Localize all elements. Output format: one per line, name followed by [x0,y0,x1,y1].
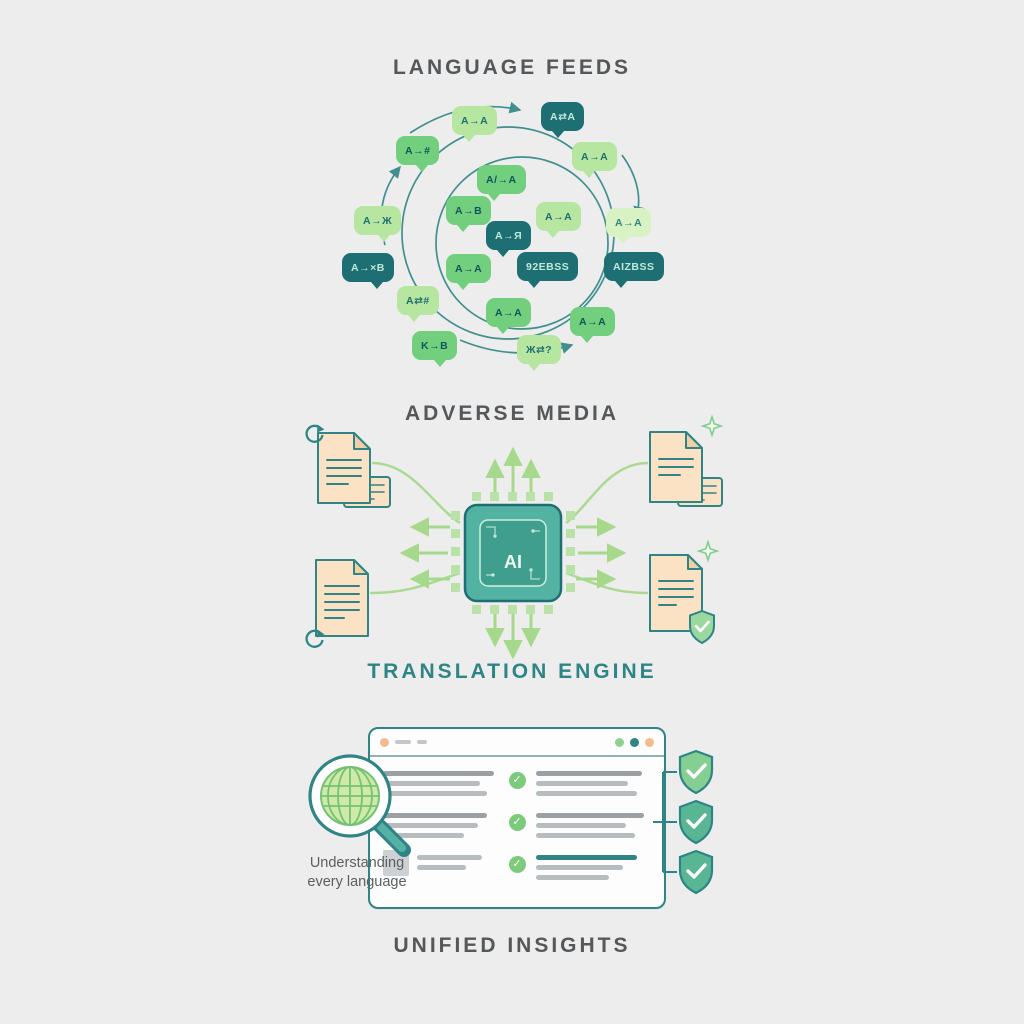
document-output-top-right [649,415,724,507]
speech-bubble: Ж⇄? [517,335,562,371]
document-icon [649,554,703,632]
bubble-label: A→A [495,306,523,319]
bubble-label: A→A [545,210,573,223]
topbar-bar [395,740,411,744]
bubble-label: AIZBSS [613,260,655,273]
browser-window: ✓ ✓ ✓ [368,727,666,909]
page-fold-icon [353,432,371,450]
bubble-label: Ж⇄? [526,343,553,356]
globe-icon [320,766,380,826]
bubble-label: A→Ж [363,214,393,227]
circuit-traces [486,526,540,580]
window-dot-peach-icon [380,737,389,747]
chip-arrows [399,446,627,660]
browser-content: ✓ ✓ ✓ [370,757,664,885]
bubble-label: A→B [455,204,483,217]
check-icon: ✓ [508,856,526,873]
bubble-label: K→B [421,339,449,352]
section-title-adverse-media: ADVERSE MEDIA [404,402,620,425]
result-row: ✓ [383,766,651,801]
speech-bubble: AIZBSS [604,252,664,288]
speech-bubble: A→A [570,307,616,343]
magnifier-icon [308,754,411,857]
shield-check-icon [678,849,714,895]
page-fold-icon [687,554,703,570]
shield-check-icon [678,799,714,845]
bubble-label: A→A [461,114,489,127]
speech-bubble: A→# [396,136,440,172]
bubble-label: A→×B [351,261,385,274]
bubble-label: A→A [579,315,607,328]
bubble-label: A→A [455,262,483,275]
sparkle-icon [696,539,720,563]
check-icon: ✓ [508,814,526,831]
refresh-icon [305,424,325,443]
translation-engine-graphic: AI [305,415,724,660]
shield-check-icon [689,609,715,645]
window-dot-peach-icon [645,737,654,747]
bubble-label: A→A [615,216,643,229]
result-row: ✓ [383,808,651,843]
speech-bubble: A→Я [486,221,532,257]
speech-bubble: A→A [536,202,582,238]
speech-bubble: A→A [572,142,618,178]
speech-bubble: A→A [486,298,532,334]
browser-topbar [370,729,664,757]
bubble-label: A→# [405,144,431,157]
refresh-icon [305,629,325,648]
bubble-label: A⇄# [406,294,430,307]
magnifier-handle-inner [376,822,406,852]
check-icon: ✓ [508,772,526,789]
speech-bubble: A→B [446,196,492,232]
page-fold-icon [685,431,703,449]
shield-check-icon [678,749,714,795]
section-title-language-feeds: LANGUAGE FEEDS [392,56,631,79]
document-source-bottom-left [305,559,369,648]
speech-bubble: 92EBSS [517,252,579,288]
caption-line: every language [307,873,407,890]
speech-bubble: A→A [446,254,492,290]
bubble-label: A/→A [486,173,517,186]
speech-bubble: A→×B [342,253,394,289]
speech-bubble: A→A [452,106,498,142]
chip-pins [451,492,575,614]
bubble-label: 92EBSS [526,260,570,273]
bubble-label: A→Я [495,229,523,242]
topbar-bar [417,740,427,744]
speech-bubble: A⇄# [397,286,439,322]
speech-bubble: A⇄A [541,102,585,138]
page-fold-icon [353,559,369,575]
document-output-bottom-right [649,539,720,645]
section-title-unified-insights: UNIFIED INSIGHTS [393,934,631,957]
speech-bubble: A/→A [477,165,526,201]
window-dot-teal-icon [630,737,639,747]
speech-bubble: A→A [606,208,652,244]
ring-inner-icon [435,156,609,330]
circuit-dots [491,529,535,577]
section-title-translation-engine: TRANSLATION ENGINE [367,660,657,683]
sparkle-icon [700,415,724,438]
caption-understanding: Understanding every language [286,854,428,892]
verified-shields-column [653,749,714,895]
caption-line: Understanding [309,855,405,871]
ai-chip-icon: AI [463,503,563,603]
bubble-label: A⇄A [550,110,576,123]
bubble-label: A→A [581,150,609,163]
chip-label: AI [504,552,522,572]
speech-bubble: K→B [412,331,458,367]
speech-bubble: A→Ж [354,206,402,242]
connector-line [653,771,677,873]
window-dot-green-icon [615,737,624,747]
document-source-top-left [305,424,391,508]
